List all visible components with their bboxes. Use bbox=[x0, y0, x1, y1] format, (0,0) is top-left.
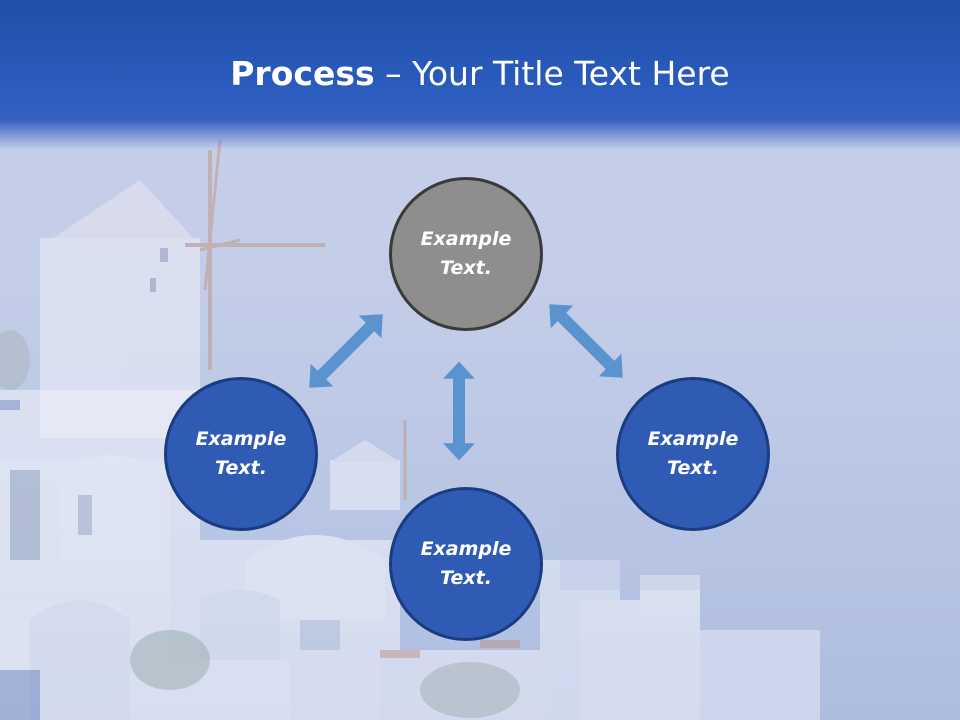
node-label: Example Text. bbox=[420, 538, 512, 589]
node-label: Example Text. bbox=[195, 428, 287, 479]
arrow-top-right bbox=[537, 292, 635, 390]
title-bold: Process bbox=[230, 54, 375, 93]
node-label: Example Text. bbox=[647, 428, 739, 479]
process-node-right[interactable]: Example Text. bbox=[616, 377, 770, 531]
title-text: – Your Title Text Here bbox=[374, 54, 730, 93]
slide-title: Process – Your Title Text Here bbox=[0, 52, 960, 96]
arrow-top-left bbox=[297, 302, 395, 400]
process-node-bottom[interactable]: Example Text. bbox=[389, 487, 543, 641]
title-bar bbox=[0, 0, 960, 150]
node-label: Example Text. bbox=[420, 228, 512, 279]
process-node-left[interactable]: Example Text. bbox=[164, 377, 318, 531]
arrow-vertical bbox=[443, 361, 475, 461]
process-node-top[interactable]: Example Text. bbox=[389, 177, 543, 331]
